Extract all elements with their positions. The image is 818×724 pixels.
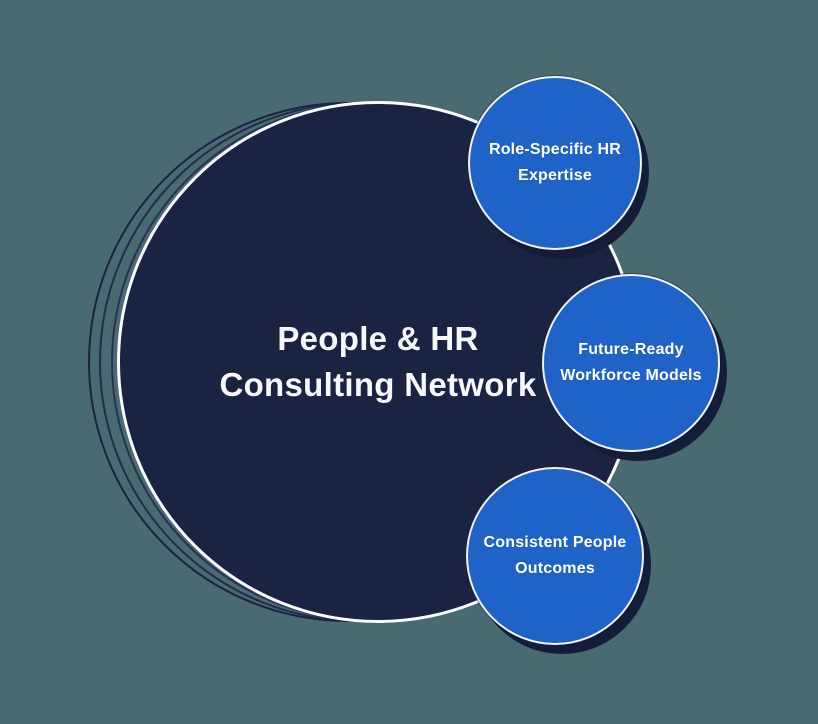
satellite-circle-consistent-people-outcomes: Consistent People Outcomes bbox=[466, 467, 644, 645]
satellite-circle-future-ready-workforce-models: Future-Ready Workforce Models bbox=[542, 274, 720, 452]
satellite-label-line2: Expertise bbox=[518, 167, 592, 184]
satellite-label-line1: Future-Ready bbox=[578, 341, 684, 358]
satellite-label-line1: Role-Specific HR bbox=[488, 141, 622, 158]
satellite-label-line2: Outcomes bbox=[515, 560, 595, 577]
main-circle-title-line1: People & HR bbox=[277, 320, 479, 357]
satellite-circle-role-specific-hr-expertise: Role-Specific HR Expertise bbox=[468, 76, 642, 250]
satellite-label-line2: Workforce Models bbox=[560, 367, 702, 384]
satellite-label-line1: Consistent People bbox=[483, 534, 627, 551]
main-circle-title-line2: Consulting Network bbox=[219, 366, 537, 403]
